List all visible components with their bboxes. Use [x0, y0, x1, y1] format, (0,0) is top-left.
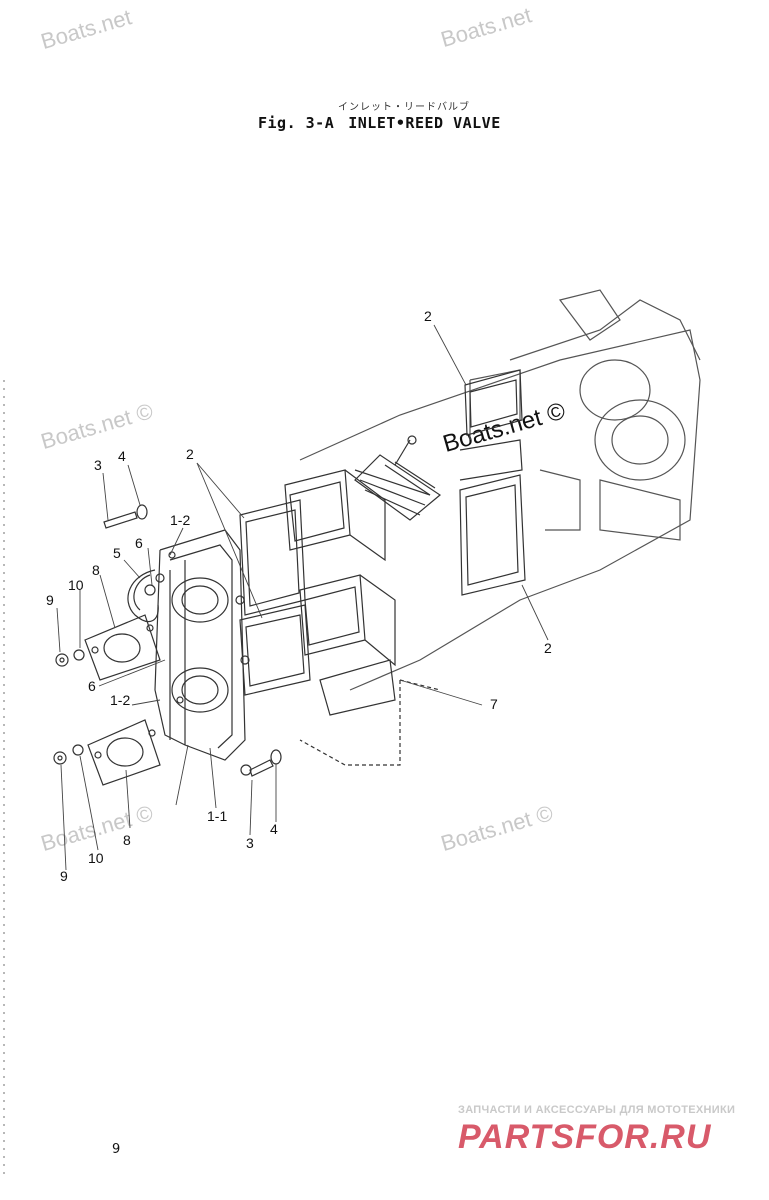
callout-manifold-part: 1-2 — [170, 512, 191, 528]
callout-nut: 9 — [60, 868, 68, 884]
callout-washer: 4 — [118, 448, 126, 464]
figure-name: INLET•REED VALVE — [348, 114, 501, 132]
callout-manifold: 1-1 — [207, 808, 228, 824]
callout-gasket: 2 — [186, 446, 194, 462]
callout-clip: 6 — [135, 535, 143, 551]
nut-lower — [53, 751, 67, 765]
reed-valve-assembly — [284, 435, 442, 716]
gasket-center — [239, 499, 311, 696]
flange-gasket-upper — [84, 614, 161, 681]
callout-flange-gasket: 8 — [123, 832, 131, 848]
callout-gasket: 2 — [544, 640, 552, 656]
figure-label: Fig. 3-A — [258, 114, 335, 132]
callout-gasket: 2 — [424, 308, 432, 324]
page-number: 9 — [112, 1142, 121, 1157]
japanese-title: インレット・リードバルブ — [338, 102, 470, 113]
gasket-upper-right — [459, 369, 526, 596]
callout-washer: 10 — [88, 850, 104, 866]
leader-lines — [56, 324, 549, 871]
nut-upper — [55, 653, 69, 667]
figure-title: Fig. 3-A INLET•REED VALVE — [258, 114, 515, 132]
reed-valve-bracket-dashed — [299, 679, 441, 766]
washer-upper — [73, 649, 85, 661]
crankcase-drawing — [299, 289, 701, 691]
callout-reed-valve: 7 — [490, 696, 498, 712]
callout-hose: 5 — [113, 545, 121, 561]
callout-bolt: 3 — [246, 835, 254, 851]
clip — [144, 573, 165, 596]
washer-lower — [72, 744, 84, 756]
bolt-upper — [103, 504, 148, 529]
site-logo: PARTSFOR.RU — [458, 1118, 712, 1156]
callout-manifold-part: 1-2 — [110, 692, 131, 708]
bolt-lower — [240, 749, 282, 777]
callout-washer: 4 — [270, 821, 278, 837]
callout-flange-gasket: 8 — [92, 562, 100, 578]
flange-gasket-lower — [87, 719, 161, 786]
callout-clip: 6 — [88, 678, 96, 694]
callout-bolt: 3 — [94, 457, 102, 473]
hose — [127, 569, 159, 623]
callout-washer: 10 — [68, 577, 84, 593]
footer-caption: ЗАПЧАСТИ И АКСЕССУАРЫ ДЛЯ МОТОТЕХНИКИ — [458, 1104, 736, 1116]
inlet-manifold — [154, 529, 250, 761]
callout-nut: 9 — [46, 592, 54, 608]
